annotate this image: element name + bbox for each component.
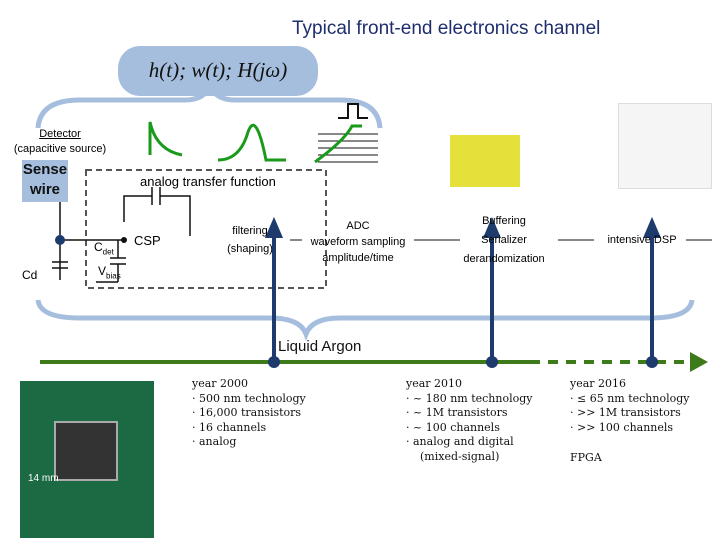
- cd-capacitor: [52, 261, 68, 269]
- year-2010-box: year 2010 · ~ 180 nm technology · ~ 1M t…: [406, 377, 533, 464]
- year-2016-item: · >> 100 channels: [570, 420, 674, 434]
- year-2010-item: · analog and digital: [406, 435, 514, 448]
- transfer-formula-box: h(t); w(t); H(jω): [118, 46, 318, 96]
- adc-label: ADC waveform sampling amplitude/time: [302, 218, 414, 266]
- analog-dashed-box: [85, 169, 327, 289]
- year-2010-item: · ~ 180 nm technology: [406, 391, 533, 405]
- year-2000-item: · 16 channels: [192, 420, 267, 434]
- sense-wire-node: [55, 235, 65, 245]
- csp-node: [121, 237, 127, 243]
- top-brace: [35, 77, 383, 129]
- bottom-brace: [35, 299, 695, 342]
- year-2000-box: year 2000 · 500 nm technology · 16,000 t…: [192, 377, 306, 450]
- pulse-2: [217, 124, 286, 162]
- asic-die: [54, 421, 118, 481]
- year-2016-box: year 2016 · ≤ 65 nm technology · >> 1M t…: [570, 377, 690, 466]
- year-2010-item: (mixed-signal): [420, 449, 500, 463]
- adc-line1: ADC: [346, 220, 370, 232]
- timeline-node-2010: [486, 356, 498, 368]
- filtering-label: filtering (shaping): [218, 222, 282, 258]
- vbias-label: Vbias: [98, 264, 121, 280]
- year-2010-item: · ~ 1M transistors: [406, 406, 508, 419]
- cdet-text: C: [94, 240, 103, 254]
- buffering-line3: derandomization: [463, 253, 545, 265]
- timeline-node-2000: [268, 356, 280, 368]
- chip-scale-label: 14 mm: [28, 473, 59, 484]
- vbias-text: V: [98, 264, 107, 278]
- slide-title: Typical front-end electronics channel: [292, 18, 601, 39]
- timeline-arrowhead: [690, 352, 708, 372]
- csp-label: CSP: [134, 233, 161, 248]
- feedback-capacitor: [123, 187, 191, 236]
- adc-ramp: [318, 133, 378, 163]
- filtering-line2: (shaping): [227, 243, 273, 255]
- cdet-sub: det: [102, 247, 114, 257]
- detector-line2: (capacitive source): [13, 143, 107, 155]
- filtering-line1: filtering: [232, 225, 268, 237]
- vbias-sub: bias: [106, 271, 121, 281]
- dsp-plot-image: [618, 103, 712, 189]
- year-2000-title: year 2000: [192, 377, 249, 390]
- timeline-node-2016: [646, 356, 658, 368]
- buffering-line1: Buffering: [482, 215, 526, 227]
- detector-label: Detector (capacitive source): [0, 127, 120, 157]
- asic-chip-photo: 14 mm: [20, 381, 154, 538]
- cdet-capacitor: [96, 240, 126, 283]
- intensive-dsp-label: intensive DSP: [607, 234, 677, 246]
- sense-wire-box: Sense wire: [22, 160, 68, 202]
- buffering-label: Buffering Serializer derandomization: [450, 212, 558, 269]
- detector-line1: Detector: [39, 128, 81, 140]
- adc-ramp-curve: [314, 124, 362, 164]
- adc-line2: waveform sampling: [310, 236, 406, 248]
- year-2016-item: · >> 1M transistors: [570, 406, 681, 419]
- year-2010-item: · ~ 100 channels: [406, 420, 500, 434]
- year-2010-title: year 2010: [406, 377, 463, 390]
- transfer-formula: h(t); w(t); H(jω): [148, 58, 288, 82]
- cd-label: Cd: [22, 268, 38, 282]
- year-2000-item: · 16,000 transistors: [192, 406, 302, 419]
- sense-wire-line2: wire: [29, 181, 60, 198]
- adc-line3: amplitude/time: [322, 252, 394, 264]
- year-2016-title: year 2016: [570, 377, 627, 390]
- analog-transfer-label: analog transfer function: [140, 174, 276, 189]
- sense-wire-line1: Sense: [22, 161, 68, 178]
- pulse-1: [148, 121, 183, 157]
- timeline-arrows: [264, 216, 662, 360]
- cdet-label: Cdet: [94, 240, 114, 256]
- scope-trace-image: [450, 135, 520, 187]
- buffering-line2: Serializer: [481, 234, 527, 246]
- year-2000-item: · 500 nm technology: [192, 391, 306, 405]
- liquid-argon-label: Liquid Argon: [278, 338, 362, 355]
- year-2016-item: · ≤ 65 nm technology: [570, 391, 690, 405]
- digital-pulse: [338, 103, 368, 119]
- year-2000-item: · analog: [192, 435, 237, 448]
- fpga-label: FPGA: [570, 451, 602, 464]
